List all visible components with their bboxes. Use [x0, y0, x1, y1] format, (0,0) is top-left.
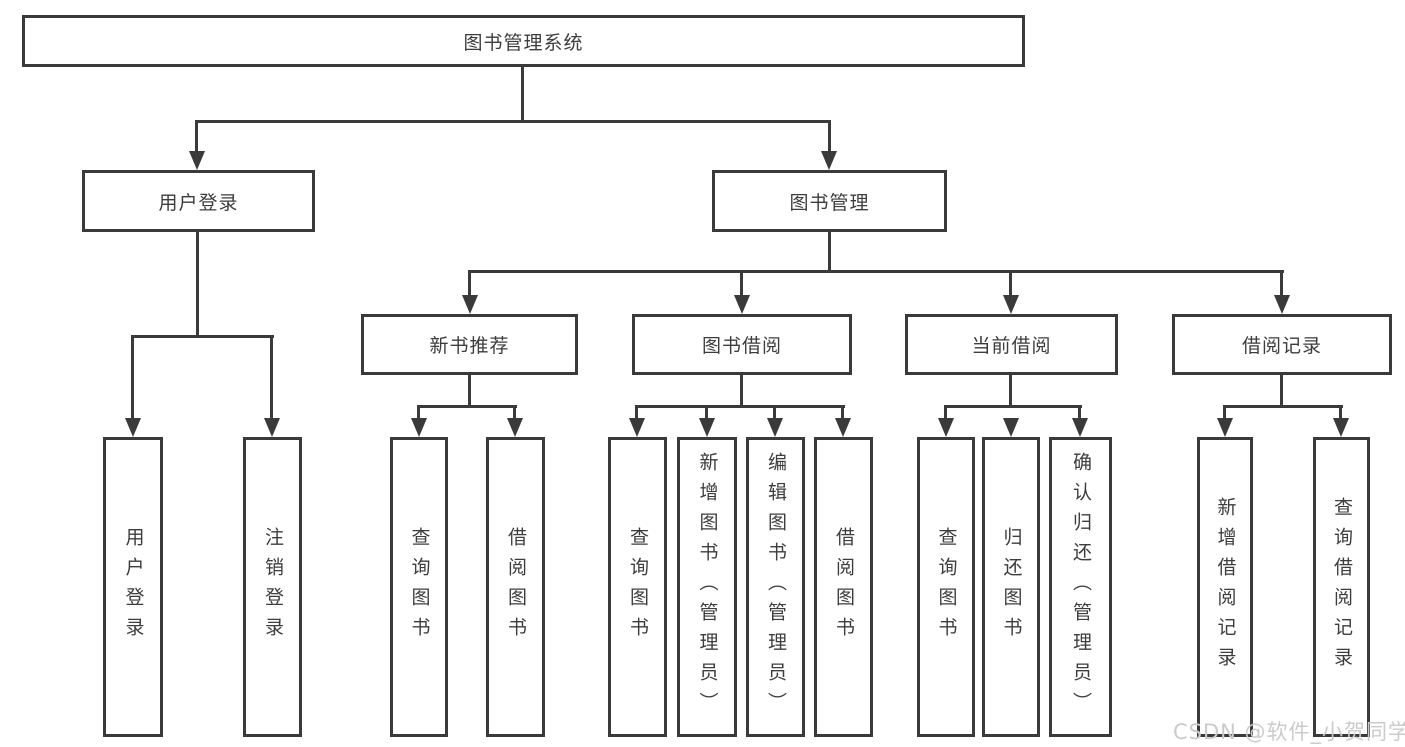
connector-line	[1009, 270, 1012, 298]
arrowhead-down-icon	[1274, 295, 1290, 314]
connector-line	[1280, 270, 1283, 298]
leaf-records-query-record-label: 查询借阅记录	[1331, 497, 1353, 677]
connector-line	[944, 405, 1082, 408]
csdn-watermark: CSDN @软件_小贺同学	[1173, 720, 1405, 744]
connector-line	[635, 405, 638, 423]
node-book-borrow-label: 图书借阅	[701, 335, 782, 357]
leaf-borrow-edit-books-admin: 编辑图书（管理员）	[746, 437, 805, 737]
arrowhead-down-icon	[938, 418, 954, 437]
connector-line	[513, 405, 516, 423]
leaf-current-return-books: 归还图书	[982, 437, 1040, 737]
node-borrow-records: 借阅记录	[1172, 314, 1392, 375]
arrowhead-down-icon	[411, 418, 427, 437]
node-user-login-label: 用户登录	[158, 191, 239, 214]
arrowhead-down-icon	[1217, 418, 1233, 437]
arrowhead-down-icon	[264, 418, 280, 437]
leaf-records-add-record-label: 新增借阅记录	[1214, 497, 1237, 677]
connector-line	[828, 120, 831, 153]
connector-line	[132, 335, 274, 338]
arrowhead-down-icon	[629, 418, 645, 437]
connector-line	[773, 405, 776, 423]
leaf-borrow-add-books-admin-label: 新增图书（管理员）	[696, 452, 719, 722]
arrowhead-down-icon	[189, 151, 205, 170]
leaf-borrow-query-books: 查询图书	[608, 437, 667, 737]
connector-line	[196, 120, 831, 123]
arrowhead-down-icon	[1003, 418, 1019, 437]
leaf-newbook-borrow-books-label: 借阅图书	[505, 527, 527, 647]
arrowhead-down-icon	[767, 418, 783, 437]
connector-line	[196, 232, 199, 336]
leaf-newbook-borrow-books: 借阅图书	[486, 437, 545, 737]
connector-line	[944, 405, 947, 423]
leaf-newbook-query-books-label: 查询图书	[408, 527, 431, 647]
connector-line	[705, 405, 708, 423]
connector-line	[270, 335, 273, 421]
leaf-borrow-borrow-books: 借阅图书	[814, 437, 873, 737]
connector-line	[131, 335, 134, 421]
leaf-records-add-record: 新增借阅记录	[1197, 437, 1253, 737]
arrowhead-down-icon	[734, 295, 750, 314]
leaf-records-query-record: 查询借阅记录	[1313, 437, 1370, 737]
connector-line	[417, 405, 517, 408]
leaf-borrow-edit-books-admin-label: 编辑图书（管理员）	[765, 452, 787, 722]
leaf-user-login: 用户登录	[103, 437, 163, 737]
arrowhead-down-icon	[1003, 295, 1019, 314]
connector-line	[740, 270, 743, 298]
node-library-system-label: 图书管理系统	[463, 31, 584, 54]
connector-line	[521, 67, 524, 123]
connector-line	[195, 120, 198, 153]
connector-line	[1223, 405, 1226, 423]
connector-line	[635, 405, 845, 408]
connector-line	[1280, 375, 1283, 407]
node-current-borrow: 当前借阅	[905, 314, 1118, 375]
node-book-management-label: 图书管理	[789, 191, 870, 214]
arrowhead-down-icon	[1333, 418, 1349, 437]
leaf-current-query-books-label: 查询图书	[935, 527, 958, 647]
leaf-borrow-query-books-label: 查询图书	[627, 527, 649, 647]
node-user-login: 用户登录	[82, 170, 315, 232]
arrowhead-down-icon	[125, 418, 141, 437]
connector-line	[1223, 405, 1343, 408]
leaf-logout-label: 注销登录	[262, 527, 284, 647]
arrowhead-down-icon	[821, 151, 837, 170]
arrowhead-down-icon	[835, 418, 851, 437]
connector-line	[1078, 405, 1081, 423]
leaf-newbook-query-books: 查询图书	[390, 437, 448, 737]
node-book-management: 图书管理	[712, 170, 947, 232]
node-book-borrow: 图书借阅	[632, 314, 852, 375]
connector-line	[740, 375, 743, 407]
leaf-user-login-label: 用户登录	[122, 527, 145, 647]
leaf-current-return-books-label: 归还图书	[1000, 527, 1023, 647]
leaf-current-confirm-return-admin: 确认归还（管理员）	[1049, 437, 1112, 737]
leaf-borrow-add-books-admin: 新增图书（管理员）	[677, 437, 737, 737]
node-new-book-recommend-label: 新书推荐	[429, 335, 510, 357]
node-current-borrow-label: 当前借阅	[971, 335, 1052, 357]
connector-line	[1009, 375, 1012, 407]
arrowhead-down-icon	[1072, 418, 1088, 437]
connector-line	[468, 270, 1284, 273]
connector-line	[1339, 405, 1342, 423]
arrowhead-down-icon	[462, 295, 478, 314]
node-borrow-records-label: 借阅记录	[1241, 335, 1322, 357]
leaf-borrow-borrow-books-label: 借阅图书	[833, 527, 855, 647]
leaf-current-confirm-return-admin-label: 确认归还（管理员）	[1070, 452, 1092, 722]
connector-line	[468, 270, 471, 298]
connector-line	[468, 375, 471, 407]
arrowhead-down-icon	[699, 418, 715, 437]
leaf-logout: 注销登录	[243, 437, 302, 737]
node-library-system: 图书管理系统	[22, 15, 1025, 67]
connector-line	[417, 405, 420, 423]
node-new-book-recommend: 新书推荐	[361, 314, 578, 375]
leaf-current-query-books: 查询图书	[917, 437, 975, 737]
arrowhead-down-icon	[507, 418, 523, 437]
connector-line	[841, 405, 844, 423]
connector-line	[828, 232, 831, 272]
